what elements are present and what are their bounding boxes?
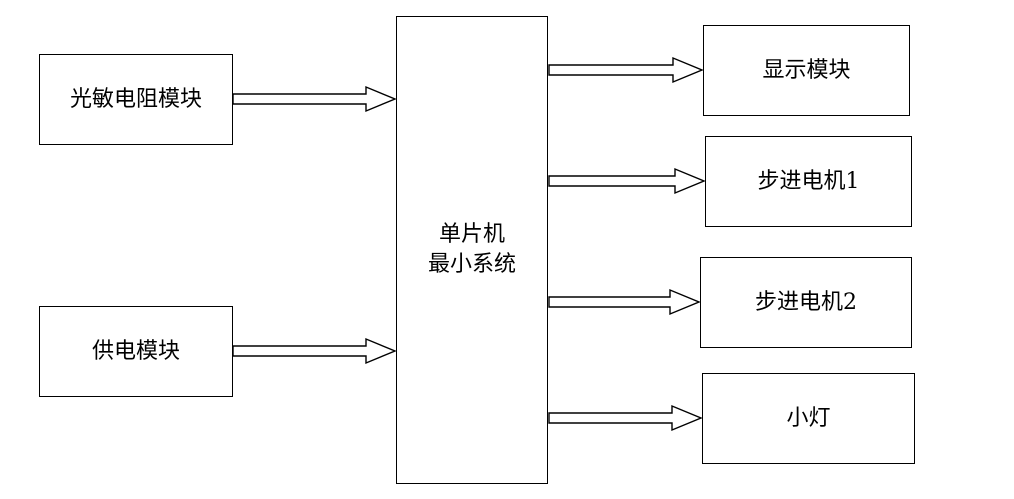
arrow-mcu-to-stepper2 xyxy=(548,288,701,316)
lamp-box: 小灯 xyxy=(702,373,915,464)
power-module-label: 供电模块 xyxy=(91,338,180,364)
display-module-box: 显示模块 xyxy=(703,25,910,116)
stepper-motor-2-label: 步进电机2 xyxy=(755,289,857,315)
stepper-motor-1-label: 步进电机1 xyxy=(757,168,860,194)
power-module-box: 供电模块 xyxy=(39,306,233,397)
photoresistor-module-label: 光敏电阻模块 xyxy=(69,86,202,112)
arrow-power-to-mcu xyxy=(232,337,397,365)
mcu-label-line1: 单片机 xyxy=(438,222,505,248)
lamp-label: 小灯 xyxy=(786,405,831,431)
stepper-motor-1-box: 步进电机1 xyxy=(705,136,912,227)
display-module-label: 显示模块 xyxy=(762,57,851,83)
stepper-motor-2-box: 步进电机2 xyxy=(700,257,912,348)
photoresistor-module-box: 光敏电阻模块 xyxy=(39,54,233,145)
mcu-label-line2: 最小系统 xyxy=(427,252,516,277)
arrow-photoresistor-to-mcu xyxy=(232,85,397,113)
arrow-mcu-to-lamp xyxy=(548,404,703,432)
mcu-label: 单片机 最小系统 xyxy=(428,220,516,279)
arrow-mcu-to-display xyxy=(548,56,704,84)
arrow-mcu-to-stepper1 xyxy=(548,167,706,195)
mcu-minimum-system-box: 单片机 最小系统 xyxy=(396,16,548,484)
